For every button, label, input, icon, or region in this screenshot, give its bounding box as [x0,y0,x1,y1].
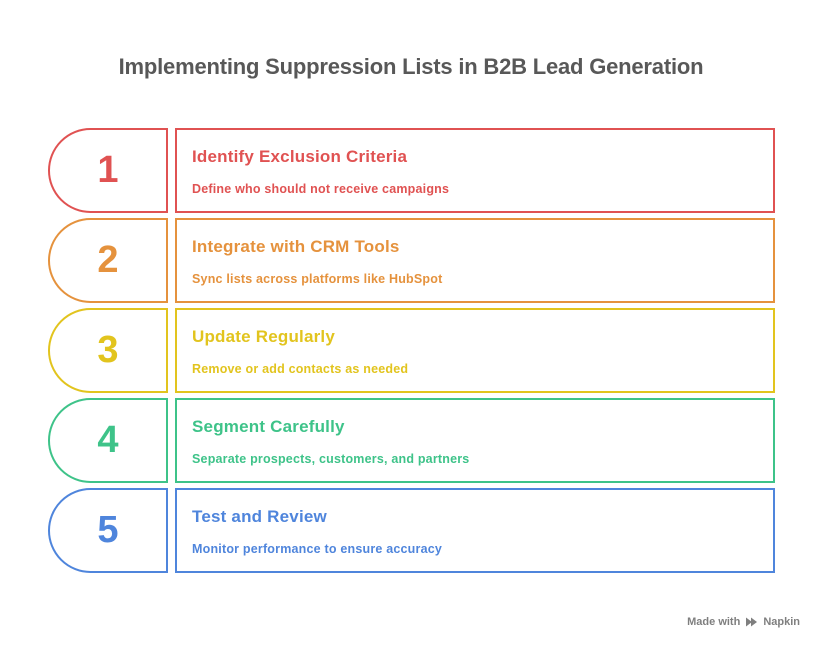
napkin-play-icon [745,616,758,628]
step-row-4: 4 Segment Carefully Separate prospects, … [48,398,775,483]
page-title: Implementing Suppression Lists in B2B Le… [118,54,704,79]
step-card: Identify Exclusion Criteria Define who s… [175,128,775,213]
step-number-badge: 1 [48,128,168,213]
watermark-brand: Napkin [763,616,800,628]
step-row-5: 5 Test and Review Monitor performance to… [48,488,775,573]
step-number: 4 [97,419,119,461]
step-number-badge: 4 [48,398,168,483]
watermark-prefix: Made with [687,616,741,628]
step-description: Remove or add contacts as needed [192,362,409,376]
step-card: Test and Review Monitor performance to e… [175,488,775,573]
step-card: Integrate with CRM Tools Sync lists acro… [175,218,775,303]
step-number: 1 [97,149,119,191]
steps-list: 1 Identify Exclusion Criteria Define who… [48,128,775,573]
step-description: Sync lists across platforms like HubSpot [192,272,443,286]
step-number: 2 [97,239,119,281]
step-number-badge: 2 [48,218,168,303]
step-number: 3 [97,329,119,371]
step-number-badge: 3 [48,308,168,393]
step-title: Segment Carefully [192,417,345,436]
step-description: Separate prospects, customers, and partn… [192,452,470,466]
step-title: Update Regularly [192,327,336,346]
step-card: Segment Carefully Separate prospects, cu… [175,398,775,483]
step-number: 5 [97,509,119,551]
step-number-badge: 5 [48,488,168,573]
step-title: Integrate with CRM Tools [192,237,400,256]
step-title: Identify Exclusion Criteria [192,147,408,166]
step-title: Test and Review [192,507,327,526]
step-row-1: 1 Identify Exclusion Criteria Define who… [48,128,775,213]
made-with-napkin-badge[interactable]: Made with Napkin [687,616,800,628]
step-description: Define who should not receive campaigns [192,182,450,196]
step-description: Monitor performance to ensure accuracy [192,542,443,556]
step-row-2: 2 Integrate with CRM Tools Sync lists ac… [48,218,775,303]
step-card: Update Regularly Remove or add contacts … [175,308,775,393]
step-row-3: 3 Update Regularly Remove or add contact… [48,308,775,393]
